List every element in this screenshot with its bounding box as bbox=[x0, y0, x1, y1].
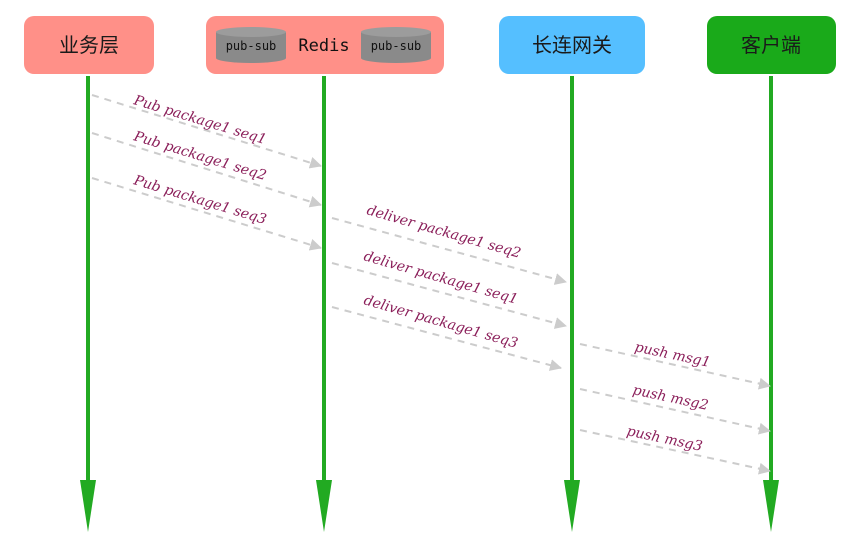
actor-business-layer: 业务层 bbox=[24, 16, 154, 74]
message-label: deliver package1 seq2 bbox=[365, 202, 523, 261]
actor-redis: pub-sub Redis pub-sub bbox=[206, 16, 444, 74]
message-arrow bbox=[579, 343, 771, 390]
message-label: push msg3 bbox=[625, 423, 704, 455]
message-deliver-seq3: deliver package1 seq3 bbox=[331, 292, 562, 371]
actor-box-business-layer bbox=[24, 16, 154, 74]
lifeline-arrow-redis bbox=[316, 480, 332, 532]
message-arrow bbox=[91, 132, 322, 208]
actor-label-redis: Redis bbox=[298, 36, 349, 56]
lifeline-arrow-business-layer bbox=[80, 480, 96, 532]
actor-box-gateway bbox=[499, 16, 645, 74]
message-pub-seq3: Pub package1 seq3 bbox=[91, 172, 322, 251]
actor-label-client: 客户端 bbox=[741, 33, 801, 57]
message-deliver-seq2: deliver package1 seq2 bbox=[331, 202, 567, 285]
message-deliver-seq1: deliver package1 seq1 bbox=[331, 248, 567, 329]
message-arrow bbox=[331, 306, 562, 371]
actor-gateway: 长连网关 bbox=[499, 16, 645, 74]
message-push-msg1: push msg1 bbox=[579, 339, 771, 390]
messages: Pub package1 seq1 Pub package1 seq2 Pub … bbox=[91, 92, 771, 475]
message-arrow bbox=[91, 177, 322, 251]
message-label: Pub package1 seq3 bbox=[131, 172, 268, 228]
actor-label-gateway: 长连网关 bbox=[532, 33, 612, 57]
message-arrow bbox=[331, 217, 567, 285]
pubsub-cylinder-right: pub-sub bbox=[361, 27, 431, 63]
message-arrow bbox=[579, 429, 771, 475]
message-arrow bbox=[579, 388, 771, 435]
message-arrow bbox=[331, 262, 567, 329]
pubsub-label-right: pub-sub bbox=[371, 39, 422, 53]
message-push-msg2: push msg2 bbox=[579, 382, 771, 435]
lifeline-arrow-client bbox=[763, 480, 779, 532]
lifelines bbox=[80, 76, 779, 532]
lifeline-arrow-gateway bbox=[564, 480, 580, 532]
message-arrow bbox=[91, 94, 322, 169]
actor-box-client bbox=[707, 16, 836, 74]
pubsub-cylinder-left: pub-sub bbox=[216, 27, 286, 63]
actor-client: 客户端 bbox=[707, 16, 836, 74]
message-push-msg3: push msg3 bbox=[579, 423, 771, 475]
pubsub-label-left: pub-sub bbox=[226, 39, 277, 53]
message-label: push msg1 bbox=[633, 339, 712, 371]
actor-label-business-layer: 业务层 bbox=[59, 33, 119, 57]
